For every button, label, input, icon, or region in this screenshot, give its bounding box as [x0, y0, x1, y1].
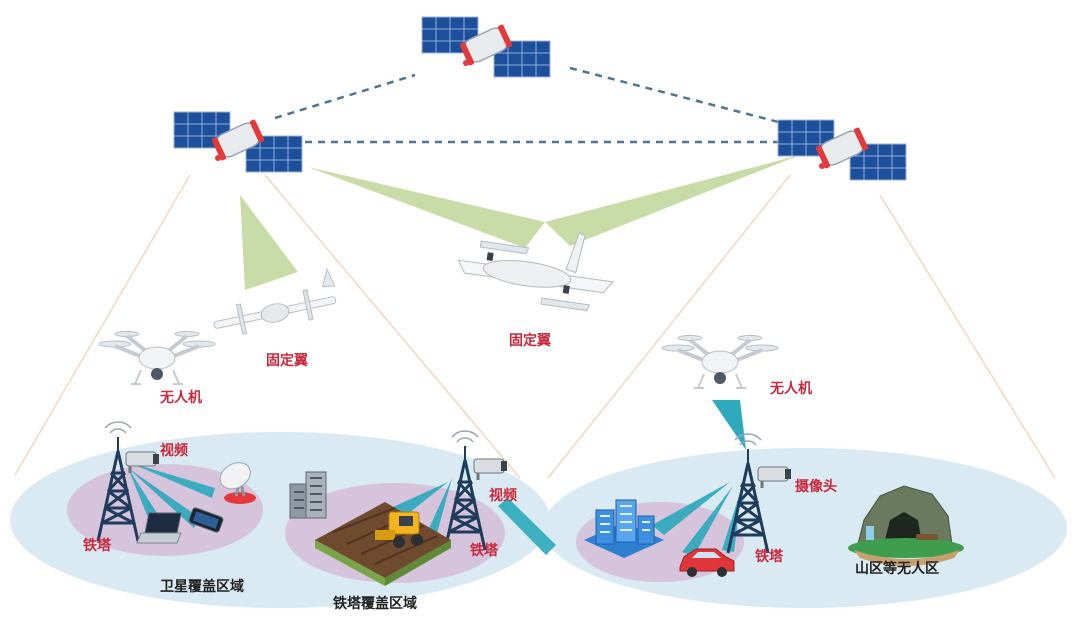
label-fixed-wing-left: 固定翼 — [266, 353, 308, 369]
satellite-icon-left — [172, 110, 304, 174]
satellite-footprint-lines — [14, 174, 1056, 479]
label-fixed-wing-center: 固定翼 — [509, 333, 551, 349]
car-icon — [679, 548, 735, 577]
quadcopter-icon-right — [660, 333, 780, 390]
beam-sat-right-to-fixed-wing-center — [545, 155, 800, 246]
label-tower-right: 铁塔 — [755, 549, 783, 565]
label-satellite-coverage: 卫星覆盖区域 — [160, 579, 244, 595]
label-uav-right: 无人机 — [770, 381, 812, 397]
label-remote-area: 山区等无人区 — [855, 561, 939, 577]
label-video-mid: 视频 — [489, 488, 517, 504]
building-icon — [289, 471, 327, 519]
smartphone-icon — [188, 507, 224, 533]
label-tower-coverage: 铁塔覆盖区域 — [333, 596, 417, 612]
satellite-links — [274, 66, 791, 144]
harvester-icon — [315, 502, 451, 586]
label-tower-left: 铁塔 — [83, 538, 111, 554]
label-uav-left: 无人机 — [160, 390, 202, 406]
satellite-dish-icon — [219, 462, 256, 504]
beam-sat-left-to-fixed-wing-center — [308, 167, 545, 248]
label-camera: 摄像头 — [795, 479, 837, 495]
fixed-wing-drone-icon-left — [213, 267, 337, 335]
beam-sat-left-to-fixed-wing — [240, 195, 298, 290]
satellite-icon-right — [776, 118, 908, 182]
fixed-wing-drone-icon-center — [457, 232, 614, 312]
label-tower-mid: 铁塔 — [470, 543, 498, 559]
beam-uav-to-camera — [712, 400, 746, 450]
mountain-cave-icon — [848, 485, 964, 566]
quadcopter-icon-left — [97, 329, 217, 386]
signal-beams-right — [652, 482, 742, 556]
satellite-icon-top — [420, 15, 552, 79]
city-buildings-icon — [584, 499, 664, 558]
label-video-left: 视频 — [160, 443, 188, 459]
tower-zone-left — [67, 464, 263, 556]
laptop-icon — [136, 512, 182, 544]
